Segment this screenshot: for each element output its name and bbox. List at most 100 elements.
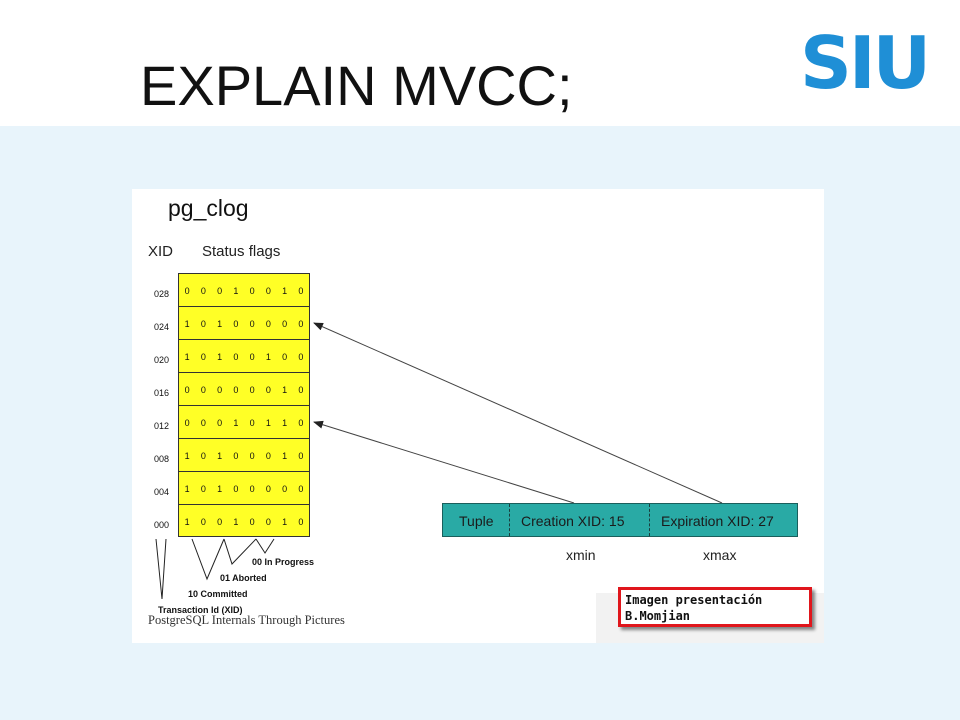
legend-brackets	[155, 538, 275, 600]
status-bit: 1	[233, 417, 239, 428]
status-bit: 0	[233, 450, 239, 461]
tuple-divider	[649, 504, 650, 536]
tuple-creation-xid: Creation XID: 15	[521, 513, 625, 529]
status-bit: 0	[200, 318, 206, 329]
note-line-1: Imagen presentación	[625, 593, 763, 607]
tuple-divider	[509, 504, 510, 536]
xmax-label: xmax	[703, 547, 737, 563]
status-bit: 0	[282, 318, 288, 329]
status-bit: 0	[200, 351, 206, 362]
status-bit: 1	[184, 318, 190, 329]
status-bit: 0	[265, 450, 271, 461]
xid-label: 000	[154, 520, 170, 530]
xid-label: 028	[154, 289, 170, 299]
status-bit: 1	[184, 516, 190, 527]
status-bit: 0	[249, 351, 255, 362]
status-bit: 0	[298, 285, 304, 296]
status-bit: 0	[249, 516, 255, 527]
status-bit: 0	[200, 516, 206, 527]
status-bit: 0	[249, 483, 255, 494]
status-bit: 0	[249, 384, 255, 395]
status-bit: 0	[200, 483, 206, 494]
status-bit: 0	[233, 483, 239, 494]
xmin-arrow	[313, 420, 575, 504]
xid-label: 020	[154, 355, 170, 365]
tuple-expiration-xid: Expiration XID: 27	[661, 513, 774, 529]
status-bit: 0	[282, 483, 288, 494]
status-bit: 0	[282, 351, 288, 362]
status-bit: 0	[217, 285, 223, 296]
status-bit: 1	[265, 351, 271, 362]
status-bit: 0	[265, 285, 271, 296]
slide-title: EXPLAIN MVCC;	[140, 54, 573, 117]
status-bit: 0	[217, 417, 223, 428]
svg-text:SIU: SIU	[800, 30, 926, 94]
legend-transaction-id: Transaction Id (XID)	[158, 605, 243, 615]
status-bit: 0	[233, 318, 239, 329]
status-bit: 1	[217, 318, 223, 329]
figure-credit: PostgreSQL Internals Through Pictures	[148, 613, 345, 627]
xid-label: 016	[154, 388, 170, 398]
status-bit: 1	[282, 450, 288, 461]
status-bit: 0	[249, 285, 255, 296]
status-bit: 0	[265, 318, 271, 329]
xid-label: 012	[154, 421, 170, 431]
pg-clog-figure: pg_clog XID Status flags 028 024 020 016…	[132, 189, 824, 643]
xid-column-header: XID	[148, 243, 174, 260]
status-bit: 0	[298, 417, 304, 428]
xmax-arrow	[313, 322, 723, 504]
status-bit: 1	[233, 516, 239, 527]
status-bit: 0	[298, 351, 304, 362]
status-bit: 0	[200, 384, 206, 395]
xmin-label: xmin	[566, 547, 596, 563]
legend-aborted: 01 Aborted	[220, 573, 267, 583]
status-bit: 1	[184, 450, 190, 461]
status-bit: 0	[265, 483, 271, 494]
status-bit: 1	[233, 285, 239, 296]
status-bit: 0	[217, 384, 223, 395]
status-bit: 0	[298, 384, 304, 395]
xid-label: 004	[154, 487, 170, 497]
siu-logo: SIU	[800, 30, 926, 94]
status-bit: 1	[282, 516, 288, 527]
tuple-box: Tuple Creation XID: 15 Expiration XID: 2…	[442, 503, 798, 537]
xid-label: 024	[154, 322, 170, 332]
legend-committed: 10 Committed	[188, 589, 248, 599]
tuple-label: Tuple	[459, 513, 494, 529]
status-bit: 0	[200, 417, 206, 428]
status-bit: 0	[265, 384, 271, 395]
status-bit: 1	[282, 384, 288, 395]
status-bit: 1	[282, 285, 288, 296]
status-bit: 0	[298, 516, 304, 527]
image-credit-note: Imagen presentación B.Momjian	[618, 587, 812, 627]
status-bit: 0	[298, 483, 304, 494]
status-bit: 0	[233, 384, 239, 395]
status-bit: 0	[233, 351, 239, 362]
status-bit: 0	[265, 516, 271, 527]
note-line-2: B.Momjian	[625, 609, 691, 623]
status-bit: 0	[184, 384, 190, 395]
pg-clog-title: pg_clog	[168, 195, 249, 221]
status-bit: 0	[298, 450, 304, 461]
status-bit: 0	[217, 516, 223, 527]
status-bit: 0	[200, 450, 206, 461]
status-flags-header: Status flags	[202, 243, 281, 260]
status-bit: 0	[249, 417, 255, 428]
xid-label: 008	[154, 454, 170, 464]
status-bit: 0	[200, 285, 206, 296]
status-bit: 0	[184, 285, 190, 296]
status-bit: 0	[298, 318, 304, 329]
status-bit: 1	[217, 450, 223, 461]
status-bit: 1	[217, 351, 223, 362]
status-bit: 1	[184, 351, 190, 362]
status-bit: 0	[249, 450, 255, 461]
